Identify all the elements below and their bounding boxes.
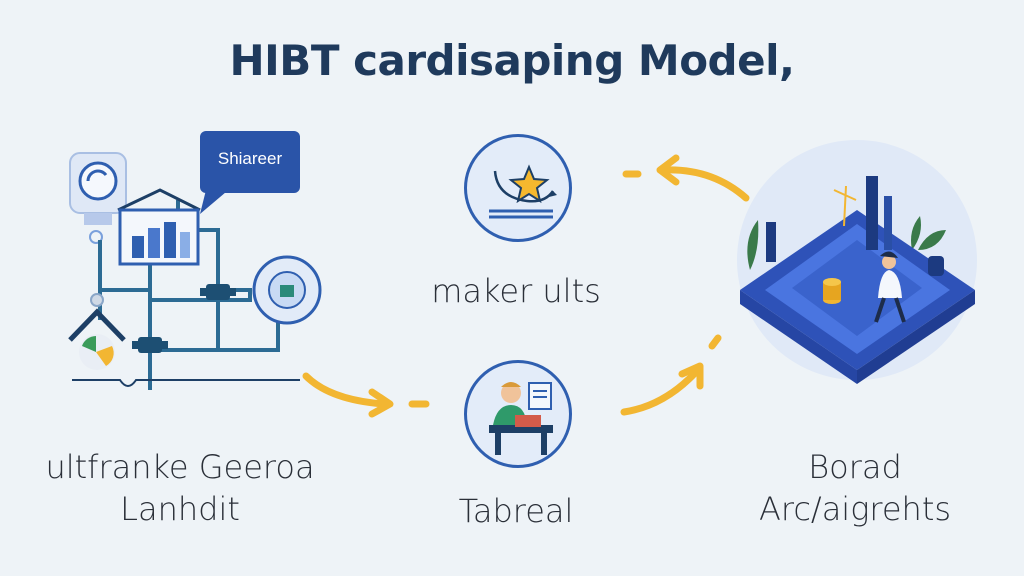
left-label-line2: Lanhdit: [120, 490, 240, 528]
left-label-line1: ultfranke Geeroa: [45, 448, 315, 486]
right-label-line2: Arc/aigrehts: [758, 490, 952, 528]
globe-icon: [252, 255, 322, 325]
monitor-icon: [69, 152, 127, 244]
plant-icon: [747, 216, 946, 270]
rating-circle: [464, 134, 572, 242]
speech-bubble: Shiareer: [200, 131, 300, 193]
person-icon: [874, 251, 906, 323]
left-label: ultfranke Geeroa Lanhdit: [20, 446, 340, 530]
speech-bubble-text: Shiareer: [217, 149, 283, 168]
middle-top-label: maker ults: [431, 272, 601, 310]
middle-bottom-label: Tabreal: [458, 492, 574, 530]
right-label-line1: Borad: [808, 448, 902, 486]
valve-icon: [132, 284, 236, 353]
shelter-icon: [68, 293, 126, 370]
arrow-right-to-top: [660, 166, 750, 202]
coin-stack-icon: [823, 278, 841, 304]
star-icon: [508, 164, 550, 204]
worker-circle: [464, 360, 572, 468]
diagram-title: HIBT cardisaping Model,: [229, 36, 795, 85]
chart-screen-icon: [117, 188, 201, 266]
arrow-bottom-to-right: [620, 368, 700, 416]
arrow-left-to-bottom: [302, 372, 388, 408]
right-label: Borad Arc/aigrehts: [700, 446, 1010, 530]
